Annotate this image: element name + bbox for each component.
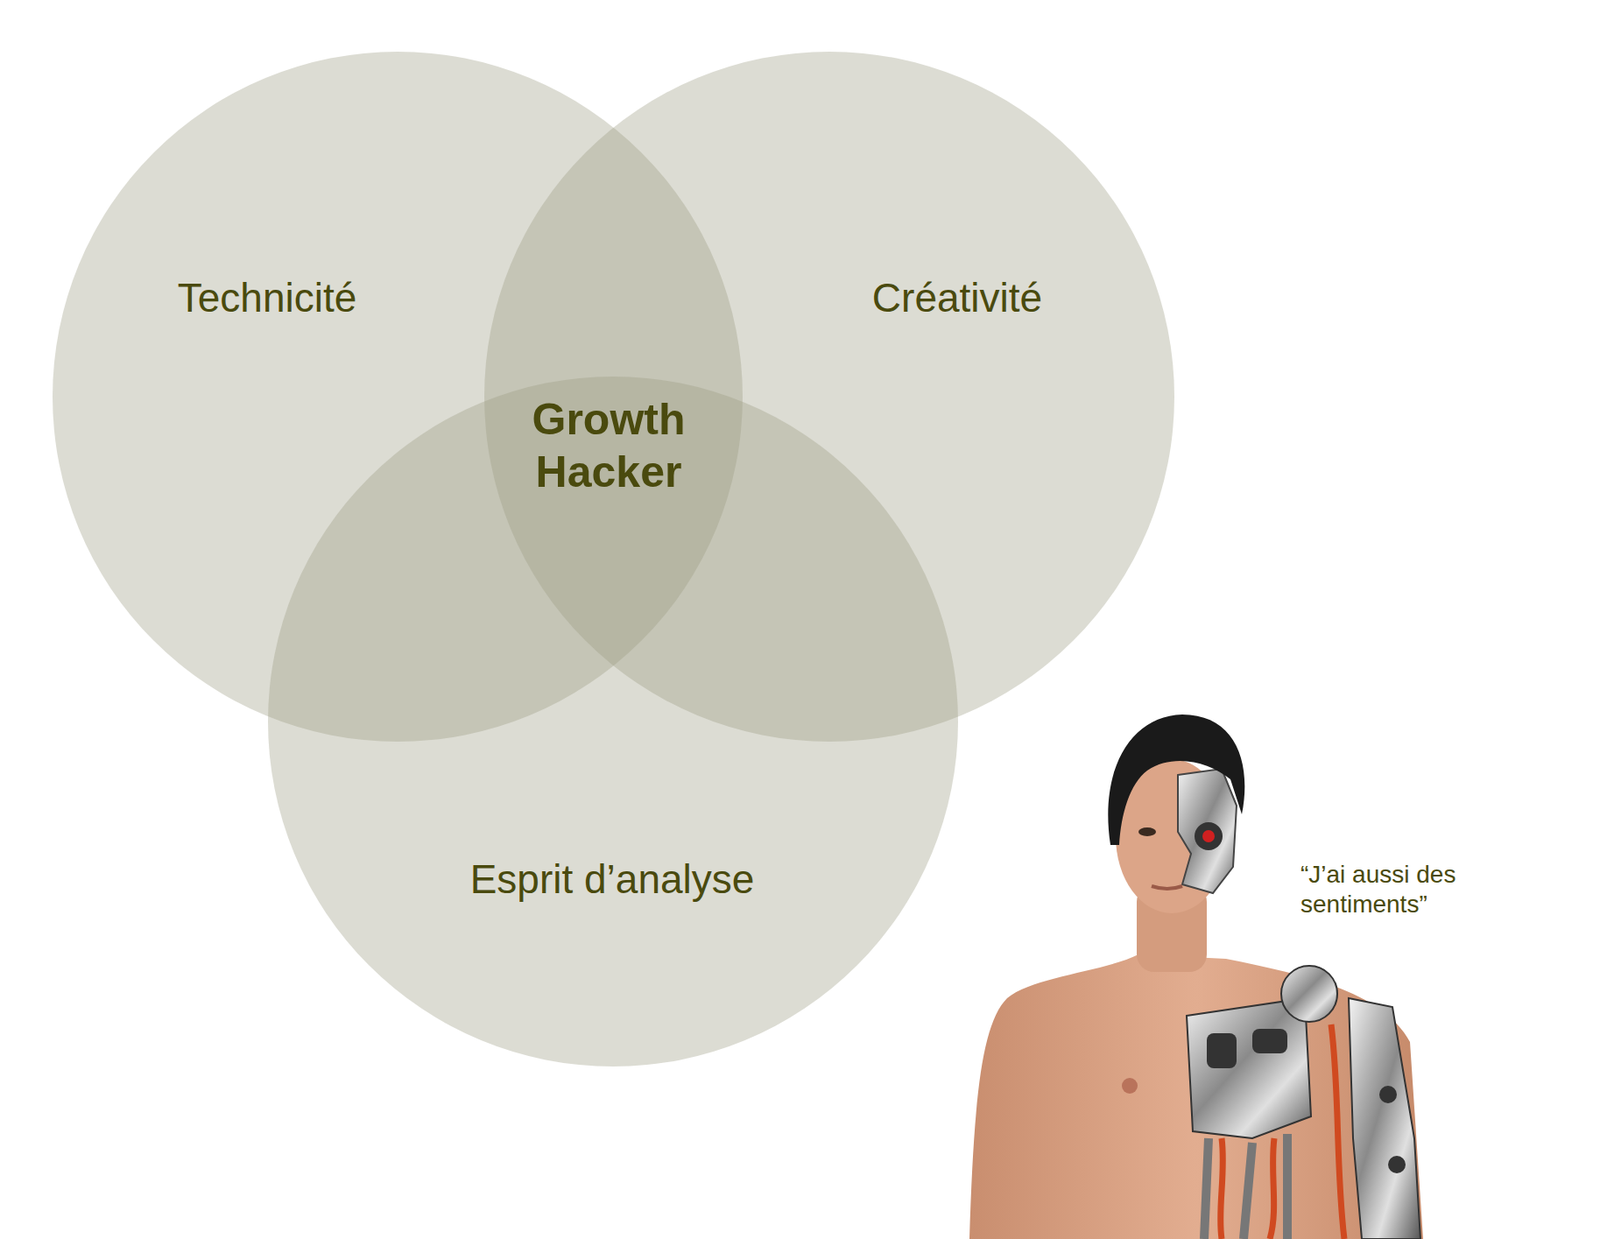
cyborg-eye <box>1202 830 1215 843</box>
cable <box>1220 1138 1224 1239</box>
rib <box>1243 1142 1253 1239</box>
circle-label: Technicité <box>177 274 358 322</box>
hair <box>1107 714 1245 846</box>
rib <box>1282 1134 1292 1239</box>
chest-plate <box>1186 998 1312 1139</box>
text-anchor: Technicité <box>177 274 358 322</box>
mechanical-arm <box>1348 998 1421 1239</box>
eye <box>1138 827 1156 837</box>
nipple <box>1121 1078 1138 1094</box>
shoulder-joint <box>1281 965 1338 1023</box>
arm-bolt <box>1388 1155 1406 1174</box>
circle-fill <box>267 376 959 1067</box>
mechanical-ribs <box>1204 1134 1288 1239</box>
cable <box>1269 1138 1275 1239</box>
metal-face-plate <box>1177 768 1237 894</box>
cable <box>1331 1024 1345 1239</box>
text-anchor: Créativité <box>872 274 1043 322</box>
plate-hole <box>1206 1033 1237 1069</box>
plate-hole <box>1252 1029 1288 1054</box>
torso <box>969 954 1424 1239</box>
quote: “J’ai aussi des sentiments” <box>1300 859 1467 919</box>
text-anchor: “J’ai aussi des sentiments” <box>1300 859 1467 919</box>
circle-label: Créativité <box>872 274 1043 322</box>
cyborg-eye-ring <box>1194 822 1223 851</box>
text-anchor: Esprit d’analyse <box>470 855 755 903</box>
center-label: Growth Hacker <box>532 393 686 499</box>
mouth <box>1151 886 1183 889</box>
cables <box>1220 1024 1345 1239</box>
circle-label: Esprit d’analyse <box>470 855 755 903</box>
text-anchor: Growth Hacker <box>532 393 686 499</box>
rib <box>1204 1138 1209 1239</box>
arm-bolt <box>1379 1085 1397 1104</box>
